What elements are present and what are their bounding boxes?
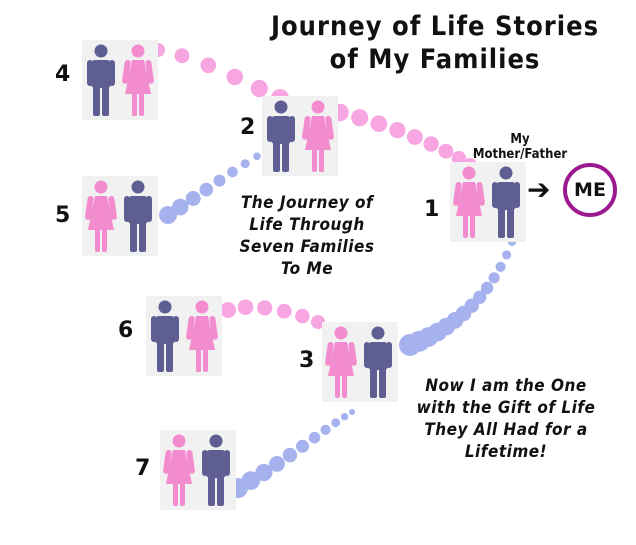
parents-label: My Mother/Father: [470, 132, 570, 162]
female-figure-icon: [122, 44, 154, 116]
dots-family-5-to-2: [227, 166, 238, 178]
title-line-2: of My Families: [329, 44, 541, 75]
dots-family-3-to-1: [502, 250, 512, 260]
male-figure-icon: [87, 44, 115, 116]
center-caption-line-3: Seven Families: [239, 237, 375, 257]
bottom-caption: Now I am the One with the Gift of Life T…: [408, 375, 604, 463]
dots-family-5-to-2: [159, 206, 177, 224]
male-figure-icon: [202, 434, 230, 506]
me-circle: ME: [563, 163, 617, 217]
parents-label-line-2: Mother/Father: [472, 147, 568, 162]
dots-family-2-to-1: [438, 143, 454, 159]
family-number-7: 7: [135, 456, 151, 481]
center-caption-line-4: To Me: [280, 259, 334, 279]
dots-family-7-to-3: [331, 418, 341, 428]
dots-family-7-to-3: [340, 413, 349, 421]
female-figure-icon: [325, 326, 357, 398]
parents-label-line-1: My: [510, 132, 530, 147]
family-7-couple: [160, 430, 236, 510]
dots-family-2-to-1: [451, 151, 467, 166]
dots-family-5-to-2: [185, 191, 201, 206]
male-figure-icon: [492, 166, 520, 238]
dots-family-6-to-3: [257, 300, 273, 316]
family-1-couple: [450, 162, 526, 242]
family-number-5: 5: [55, 203, 71, 228]
family-number-3: 3: [299, 348, 315, 373]
female-figure-icon: [302, 100, 334, 172]
bottom-caption-line-4: Lifetime!: [464, 442, 548, 462]
dots-family-7-to-3: [241, 471, 261, 490]
dots-family-3-to-1: [473, 290, 487, 304]
page-title: Journey of Life Stories of My Families: [255, 10, 615, 76]
family-5-couple: [82, 176, 158, 256]
me-label: ME: [574, 179, 606, 201]
dots-family-7-to-3: [296, 439, 309, 453]
dots-family-3-to-1: [488, 272, 500, 284]
female-figure-icon: [85, 180, 117, 252]
male-figure-icon: [124, 180, 152, 252]
dots-family-5-to-2: [253, 152, 261, 161]
dots-family-5-to-2: [172, 198, 189, 216]
male-figure-icon: [151, 300, 179, 372]
dots-family-4-to-2: [226, 68, 243, 86]
dots-family-5-to-2: [199, 182, 214, 197]
dots-family-5-to-2: [240, 159, 250, 169]
dots-family-2-to-1: [351, 109, 369, 127]
dots-family-6-to-3: [220, 302, 236, 318]
family-number-1: 1: [424, 197, 440, 222]
dots-family-6-to-3: [311, 315, 325, 329]
family-6-couple: [146, 296, 222, 376]
female-figure-icon: [186, 300, 218, 372]
bottom-caption-line-1: Now I am the One: [425, 376, 587, 396]
dots-family-5-to-2: [213, 174, 226, 187]
family-number-6: 6: [118, 318, 134, 343]
family-number-4: 4: [55, 62, 71, 87]
center-caption-line-1: The Journey of: [240, 193, 374, 213]
dots-family-4-to-2: [200, 57, 217, 74]
bottom-caption-line-2: with the Gift of Life: [416, 398, 596, 418]
dots-family-3-to-1: [480, 281, 494, 295]
family-number-2: 2: [240, 115, 256, 140]
dots-family-7-to-3: [320, 424, 331, 435]
dots-family-6-to-3: [276, 303, 292, 319]
male-figure-icon: [267, 100, 295, 172]
dots-family-7-to-3: [269, 456, 285, 472]
dots-family-6-to-3: [295, 308, 310, 324]
dots-family-6-to-3: [237, 299, 254, 316]
family-2-couple: [262, 96, 338, 176]
dots-family-4-to-2: [174, 48, 190, 64]
dots-family-2-to-1: [407, 129, 423, 145]
center-caption-line-2: Life Through: [249, 215, 365, 235]
family-figures: [82, 40, 526, 510]
dots-family-7-to-3: [349, 409, 355, 415]
center-caption: The Journey of Life Through Seven Famili…: [236, 192, 378, 280]
dots-family-7-to-3: [308, 431, 321, 444]
bottom-caption-line-3: They All Had for a: [424, 420, 588, 440]
dots-family-4-to-2: [250, 79, 268, 98]
family-4-couple: [82, 40, 158, 120]
dots-family-3-to-1: [495, 261, 506, 272]
title-line-1: Journey of Life Stories: [270, 11, 600, 42]
dots-family-2-to-1: [389, 122, 406, 139]
male-figure-icon: [364, 326, 392, 398]
female-figure-icon: [163, 434, 195, 506]
female-figure-icon: [453, 166, 485, 238]
dots-family-7-to-3: [255, 463, 273, 482]
arrow-right-icon: ➔: [527, 173, 551, 206]
family-3-couple: [322, 322, 398, 402]
dots-family-2-to-1: [423, 136, 439, 152]
dots-family-7-to-3: [282, 447, 298, 463]
dots-family-2-to-1: [370, 115, 388, 132]
